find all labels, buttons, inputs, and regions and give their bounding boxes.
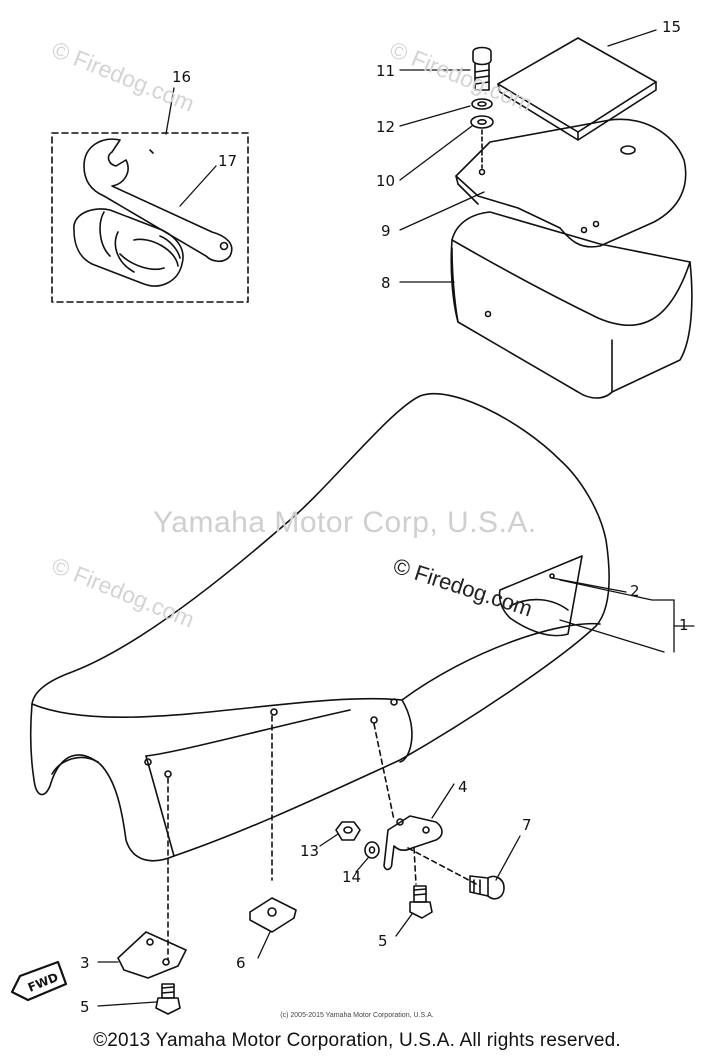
fwd-label: FWD [26,970,60,995]
label-part-12: 12 [376,118,395,136]
washer-10-icon [470,115,494,129]
seat-body [29,392,610,862]
nut-13-icon [335,821,361,841]
label-part-15: 15 [662,18,681,36]
label-part-17: 17 [218,152,237,170]
label-part-13: 13 [300,842,319,860]
small-copyright: (c) 2005-2015 Yamaha Motor Corporation, … [280,1012,434,1019]
attachment-lines [167,715,481,961]
washer-12-icon [471,98,493,110]
callout-labels: 1 2 3 4 5 5 6 7 8 9 10 11 12 13 14 15 16… [26,18,689,1016]
bracket-3 [117,931,187,979]
plate-9 [455,118,687,248]
label-part-8: 8 [381,274,391,292]
label-part-10: 10 [376,172,395,190]
label-part-5-lower: 5 [80,998,90,1016]
tool-kit-frame [51,132,249,303]
label-part-4: 4 [458,778,468,796]
label-part-14: 14 [342,868,361,886]
plate-6 [249,897,297,933]
bolt-5-upper-icon [409,885,433,919]
footer-copyright: ©2013 Yamaha Motor Corporation, U.S.A. A… [93,1030,621,1051]
label-part-9: 9 [381,222,391,240]
bolt-11-icon [472,46,492,91]
label-part-5-upper: 5 [378,932,388,950]
label-part-2: 2 [630,582,640,600]
pad-15 [497,37,657,141]
fwd-arrow-icon [10,960,68,1002]
label-part-1: 1 [679,616,689,634]
label-part-7: 7 [522,816,532,834]
tool-bag-icon [73,208,184,287]
label-part-3: 3 [80,954,90,972]
label-part-6: 6 [236,954,246,972]
bracket-4 [383,815,443,871]
washer-14-icon [364,841,380,859]
label-part-11: 11 [376,62,395,80]
leader-lines [97,29,695,1007]
box-8 [450,211,693,399]
bolt-7-icon [469,875,505,900]
label-part-16: 16 [172,68,191,86]
bolt-5-lower-icon [155,983,181,1015]
